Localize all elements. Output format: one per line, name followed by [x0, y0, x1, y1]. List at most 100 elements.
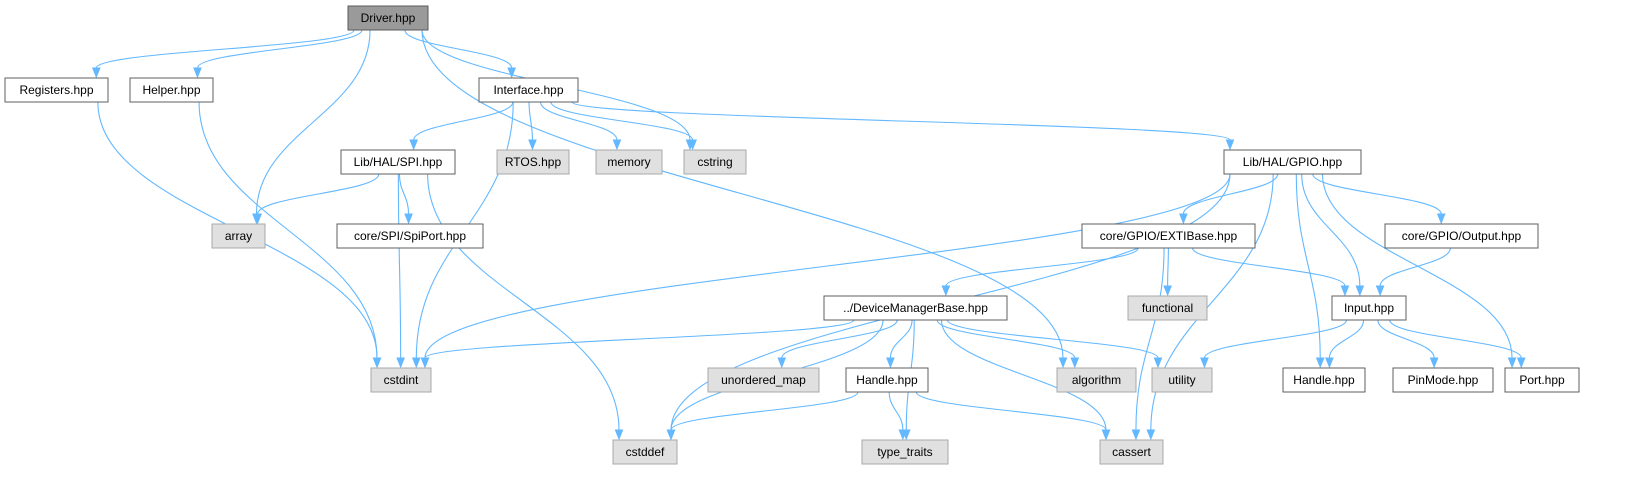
node-label: Handle.hpp — [1293, 373, 1355, 387]
edge-input-to-handle2 — [1325, 319, 1365, 369]
node-label: core/GPIO/Output.hpp — [1402, 229, 1522, 243]
node-functional[interactable]: functional — [1127, 295, 1208, 321]
edge-interface-to-memory — [540, 101, 622, 151]
node-cstdint[interactable]: cstdint — [370, 367, 432, 393]
edge-line — [945, 247, 1139, 287]
node-label: core/SPI/SpiPort.hpp — [354, 229, 466, 243]
edge-line — [397, 173, 402, 359]
arrowhead — [1429, 357, 1439, 369]
edge-line — [1328, 319, 1365, 359]
arrowhead — [886, 357, 895, 369]
node-spi[interactable]: Lib/HAL/SPI.hpp — [340, 149, 456, 175]
node-memory[interactable]: memory — [595, 149, 663, 175]
edge-gpio-to-extibase — [1179, 173, 1279, 225]
edge-line — [1182, 173, 1279, 215]
node-box — [1151, 367, 1213, 393]
edge-gpio-to-handle2 — [1295, 173, 1325, 369]
node-pinmode[interactable]: PinMode.hpp — [1392, 367, 1494, 393]
arrowhead — [91, 67, 101, 79]
node-output[interactable]: core/GPIO/Output.hpp — [1384, 223, 1539, 249]
node-driver[interactable]: Driver.hpp — [347, 5, 429, 31]
node-box — [1384, 223, 1539, 249]
node-box — [861, 439, 949, 465]
node-helper[interactable]: Helper.hpp — [129, 77, 214, 103]
arrowhead — [612, 139, 622, 151]
node-unordered_map[interactable]: unordered_map — [707, 367, 820, 393]
node-spiport[interactable]: core/SPI/SpiPort.hpp — [336, 223, 484, 249]
node-extibase[interactable]: core/GPIO/EXTIBase.hpp — [1081, 223, 1256, 249]
edge-line — [1377, 319, 1435, 359]
edge-gpio-to-port — [1321, 173, 1517, 369]
edge-devmgr-to-unordered_map — [777, 319, 898, 369]
node-label: unordered_map — [721, 373, 806, 387]
node-label: core/GPIO/EXTIBase.hpp — [1100, 229, 1238, 243]
edge-line — [427, 173, 620, 431]
node-rtos[interactable]: RTOS.hpp — [496, 149, 570, 175]
node-handle2[interactable]: Handle.hpp — [1282, 367, 1366, 393]
node-input[interactable]: Input.hpp — [1331, 295, 1407, 321]
node-box — [1392, 367, 1494, 393]
node-box — [1099, 439, 1164, 465]
arrowhead — [1163, 285, 1172, 297]
node-array[interactable]: array — [211, 223, 266, 249]
edge-devmgr-to-cstdint — [420, 319, 855, 369]
node-type_traits[interactable]: type_traits — [861, 439, 949, 465]
edge-driver-to-registers — [91, 29, 355, 79]
edge-extibase-to-input — [1192, 247, 1350, 297]
arrowhead — [614, 429, 624, 441]
node-handle1[interactable]: Handle.hpp — [845, 367, 929, 393]
node-box — [1331, 295, 1407, 321]
node-label: Handle.hpp — [856, 373, 918, 387]
node-algorithm[interactable]: algorithm — [1056, 367, 1137, 393]
edge-input-to-utility — [1200, 319, 1348, 369]
node-box — [707, 367, 820, 393]
node-port[interactable]: Port.hpp — [1504, 367, 1580, 393]
edge-line — [936, 319, 1076, 359]
edge-line — [550, 101, 694, 141]
edge-driver-to-array — [252, 29, 371, 225]
node-label: ../DeviceManagerBase.hpp — [843, 301, 988, 315]
edge-line — [670, 391, 859, 431]
node-cassert[interactable]: cassert — [1099, 439, 1164, 465]
node-interface[interactable]: Interface.hpp — [478, 77, 579, 103]
edge-interface-to-cstring — [550, 101, 697, 151]
edge-gpio-to-input — [1301, 173, 1365, 297]
node-box — [1282, 367, 1366, 393]
edge-handle1-to-type_traits — [888, 391, 908, 441]
edge-line — [413, 101, 514, 141]
edge-line — [398, 173, 410, 215]
edge-line — [196, 29, 363, 69]
edge-extibase-to-functional — [1163, 247, 1172, 297]
edge-line — [781, 319, 898, 359]
arrowhead — [1146, 429, 1156, 441]
arrowhead — [1507, 357, 1517, 369]
node-cstddef[interactable]: cstddef — [612, 439, 678, 465]
arrowhead — [941, 285, 951, 297]
node-devmgr[interactable]: ../DeviceManagerBase.hpp — [823, 295, 1008, 321]
node-label: array — [225, 229, 252, 243]
node-label: cstddef — [626, 445, 665, 459]
arrowhead — [1070, 357, 1080, 369]
node-gpio[interactable]: Lib/HAL/GPIO.hpp — [1223, 149, 1362, 175]
edge-output-to-input — [1375, 247, 1451, 297]
edge-line — [889, 319, 913, 359]
node-label: cstdint — [384, 373, 419, 387]
node-utility[interactable]: utility — [1151, 367, 1213, 393]
arrowhead — [420, 357, 430, 369]
arrowhead — [253, 213, 262, 225]
arrowhead — [409, 139, 418, 151]
node-cstring[interactable]: cstring — [683, 149, 747, 175]
edge-spi-to-cstdint — [396, 173, 405, 369]
arrowhead — [666, 429, 676, 441]
edge-driver-to-interface — [404, 29, 516, 79]
edge-line — [571, 101, 1231, 141]
node-box — [595, 149, 663, 175]
edge-handle1-to-cstddef — [666, 391, 859, 441]
node-label: Helper.hpp — [142, 83, 200, 97]
arrowhead — [777, 357, 787, 369]
node-label: Port.hpp — [1519, 373, 1565, 387]
node-registers[interactable]: Registers.hpp — [4, 77, 109, 103]
edge-devmgr-to-handle1 — [886, 319, 913, 369]
edge-gpio-to-cstdint — [420, 173, 1231, 369]
